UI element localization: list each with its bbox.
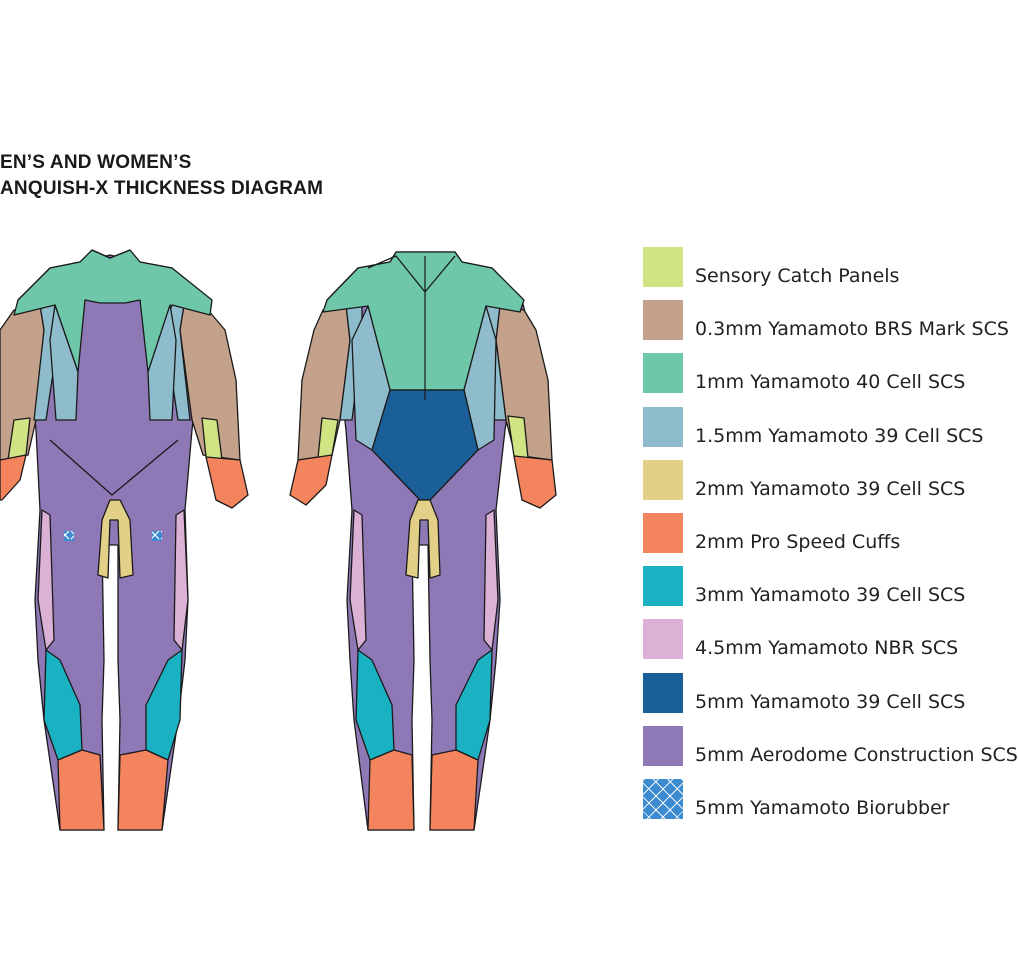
- legend-item: Sensory Catch Panels: [643, 247, 980, 300]
- front-right-nbr: [173, 509, 189, 651]
- legend: Sensory Catch Panels 0.3mm Yamamoto BRS M…: [643, 247, 1018, 832]
- legend-label: 5mm Aerodome Construction SCS: [695, 743, 1018, 766]
- legend-item: 3mm Yamamoto 39 Cell SCS: [643, 566, 980, 619]
- front-left-biorubber-patch: [64, 531, 74, 541]
- color-swatch-icon: [643, 619, 683, 660]
- front-left-cuff: [0, 454, 27, 501]
- diagram-title: EN’S AND WOMEN’S ANQUISH-X THICKNESS DIA…: [0, 150, 323, 202]
- front-left-ankle-cuff: [57, 749, 105, 831]
- back-wetsuit: [289, 251, 557, 831]
- legend-item: 4.5mm Yamamoto NBR SCS: [643, 619, 980, 672]
- legend-label: 1mm Yamamoto 40 Cell SCS: [695, 371, 966, 394]
- front-right-side-panel: [147, 304, 177, 421]
- front-neck: [91, 249, 131, 259]
- wetsuit-illustrations: [0, 249, 557, 831]
- legend-item: 2mm Yamamoto 39 Cell SCS: [643, 459, 980, 513]
- front-crotch-panel: [97, 499, 134, 579]
- front-right-biorubber-patch: [152, 531, 162, 541]
- back-right-side-panel: [463, 305, 497, 451]
- legend-label: 5mm Yamamoto 39 Cell SCS: [695, 690, 966, 713]
- color-swatch-icon: [643, 247, 683, 287]
- legend-item: 1mm Yamamoto 40 Cell SCS: [643, 353, 980, 406]
- legend-item: 0.3mm Yamamoto BRS Mark SCS: [643, 300, 1009, 353]
- back-crotch-panel: [405, 499, 441, 579]
- back-left-cuff: [289, 454, 333, 506]
- legend-item: 5mm Yamamoto 39 Cell SCS: [643, 672, 980, 726]
- legend-label: 4.5mm Yamamoto NBR SCS: [695, 637, 959, 660]
- legend-label: 5mm Yamamoto Biorubber: [695, 796, 950, 819]
- back-right-sensory: [507, 415, 529, 459]
- back-left-ankle-cuff: [367, 749, 415, 831]
- color-swatch-icon: [643, 459, 683, 500]
- legend-label: 3mm Yamamoto 39 Cell SCS: [695, 584, 966, 607]
- color-swatch-icon: [643, 406, 683, 447]
- front-left-nbr: [37, 509, 55, 651]
- back-right-ankle-cuff: [429, 749, 479, 831]
- back-collar: [367, 255, 456, 293]
- front-right-ankle-cuff: [117, 749, 169, 831]
- crosshatch-swatch-icon: [643, 778, 683, 819]
- legend-item: 5mm Aerodome Construction SCS: [643, 725, 1018, 779]
- front-right-cuff: [205, 456, 249, 509]
- front-wetsuit: [0, 249, 249, 831]
- legend-label: Sensory Catch Panels: [695, 265, 900, 287]
- back-right-cuff: [513, 455, 557, 509]
- color-swatch-icon: [643, 566, 683, 607]
- legend-label: 0.3mm Yamamoto BRS Mark SCS: [695, 318, 1009, 341]
- color-swatch-icon: [643, 512, 683, 553]
- title-line-1: EN’S AND WOMEN’S: [0, 152, 192, 173]
- legend-item: 1.5mm Yamamoto 39 Cell SCS: [643, 406, 984, 460]
- back-right-nbr: [483, 509, 499, 651]
- front-left-side-panel: [49, 304, 79, 421]
- back-left-side-panel: [351, 305, 391, 451]
- legend-label: 2mm Pro Speed Cuffs: [695, 530, 901, 553]
- color-swatch-icon: [643, 300, 683, 341]
- back-left-sensory: [317, 417, 339, 459]
- title-line-2: ANQUISH-X THICKNESS DIAGRAM: [0, 178, 324, 199]
- color-swatch-icon: [643, 725, 683, 766]
- legend-item: 2mm Pro Speed Cuffs: [643, 512, 980, 566]
- legend-item: 5mm Yamamoto Biorubber: [643, 778, 980, 832]
- color-swatch-icon: [643, 353, 683, 394]
- legend-label: 2mm Yamamoto 39 Cell SCS: [695, 477, 966, 500]
- legend-label: 1.5mm Yamamoto 39 Cell SCS: [695, 424, 984, 447]
- color-swatch-icon: [643, 672, 683, 713]
- back-left-nbr: [349, 509, 367, 651]
